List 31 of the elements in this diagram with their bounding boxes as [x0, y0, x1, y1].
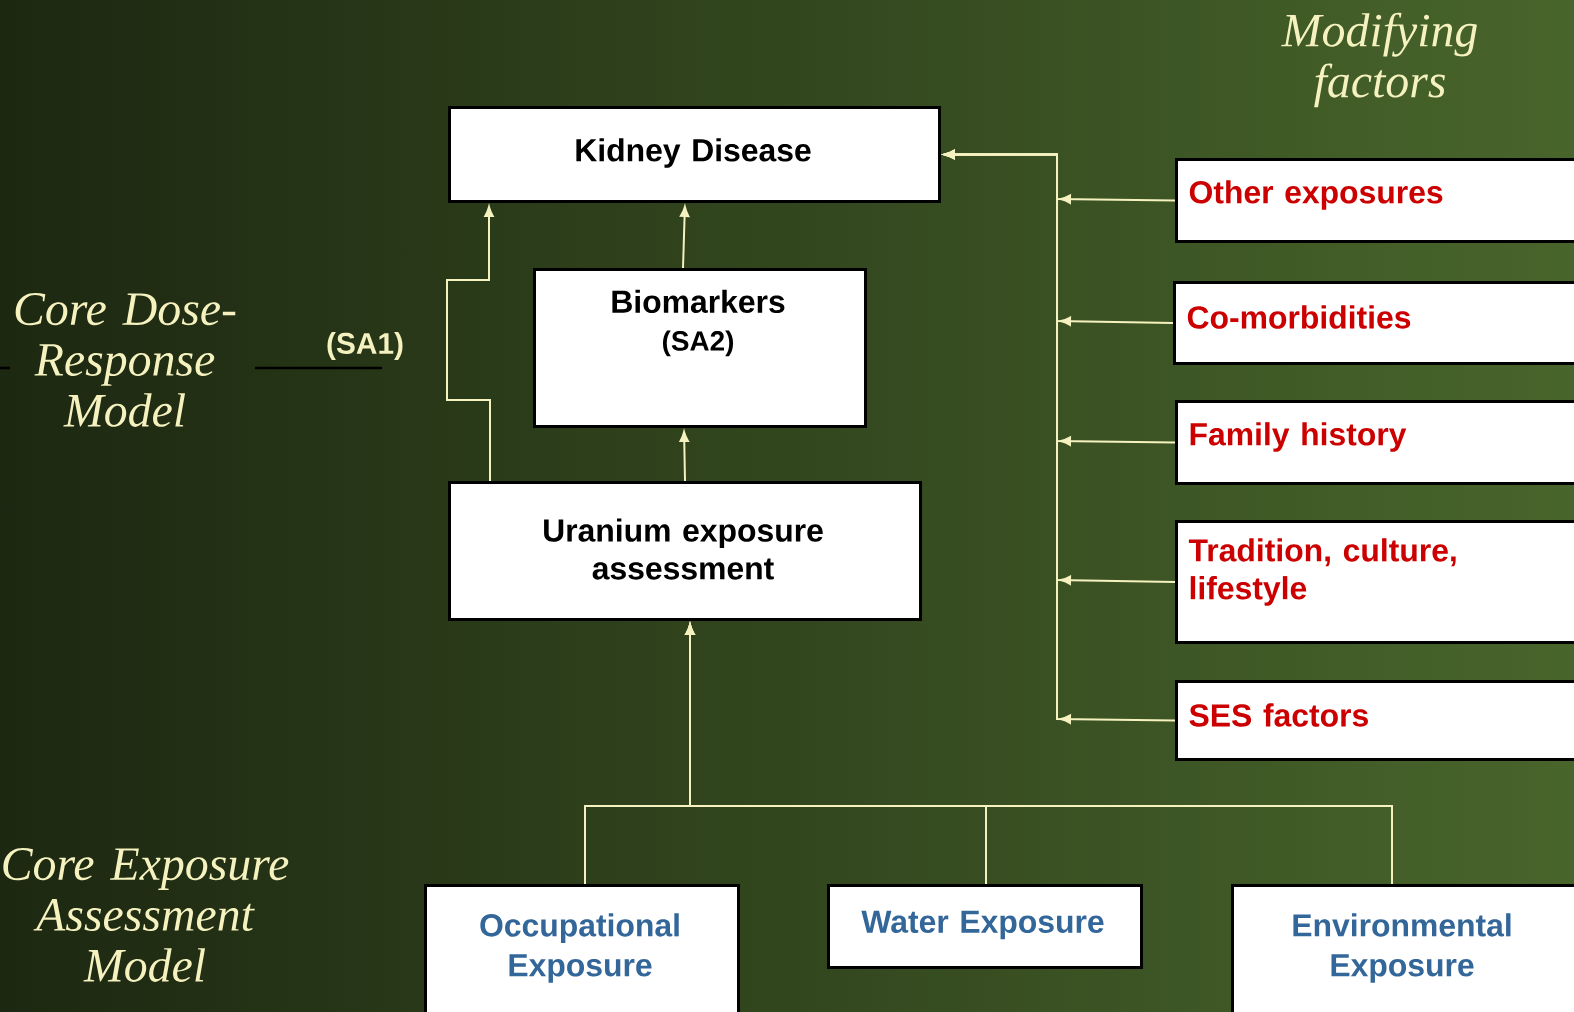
- box-text: Uranium exposure assessment: [544, 518, 823, 580]
- factor-text: Co-morbidities: [1187, 305, 1411, 329]
- box: [1175, 158, 1574, 243]
- box: [1175, 400, 1574, 485]
- box-text: Occupational Exposure: [480, 913, 679, 983]
- tag: (SA1): [327, 332, 403, 360]
- arrow: [685, 623, 1393, 885]
- box: [1173, 281, 1574, 365]
- box-text: Environmental Exposure: [1293, 913, 1511, 983]
- factor-text: Tradition, culture, lifestyle: [1188, 538, 1456, 606]
- box-text: Water Exposure: [861, 910, 1104, 940]
- heading: Core Exposure Assessment Model: [3, 848, 289, 982]
- arrow: [943, 149, 1176, 724]
- box: [1231, 884, 1574, 1012]
- factor-text: SES factors: [1189, 703, 1368, 727]
- box: [1175, 680, 1574, 761]
- box: [533, 268, 867, 428]
- arrow: [679, 205, 690, 269]
- heading: Modifying factors: [1281, 12, 1477, 108]
- box-text: Biomarkers (SA2): [612, 289, 785, 357]
- box: [424, 884, 740, 1012]
- arrow: [679, 430, 689, 482]
- box-text: Kidney Disease: [576, 138, 811, 168]
- factor-text: Other exposures: [1189, 180, 1443, 210]
- factor-text: Family history: [1190, 422, 1407, 452]
- heading: Core Dose-Response Model: [15, 293, 236, 427]
- box: [827, 884, 1143, 969]
- box: [448, 106, 941, 203]
- arrow: [446, 205, 494, 482]
- box: [448, 481, 922, 621]
- box: [1175, 520, 1574, 644]
